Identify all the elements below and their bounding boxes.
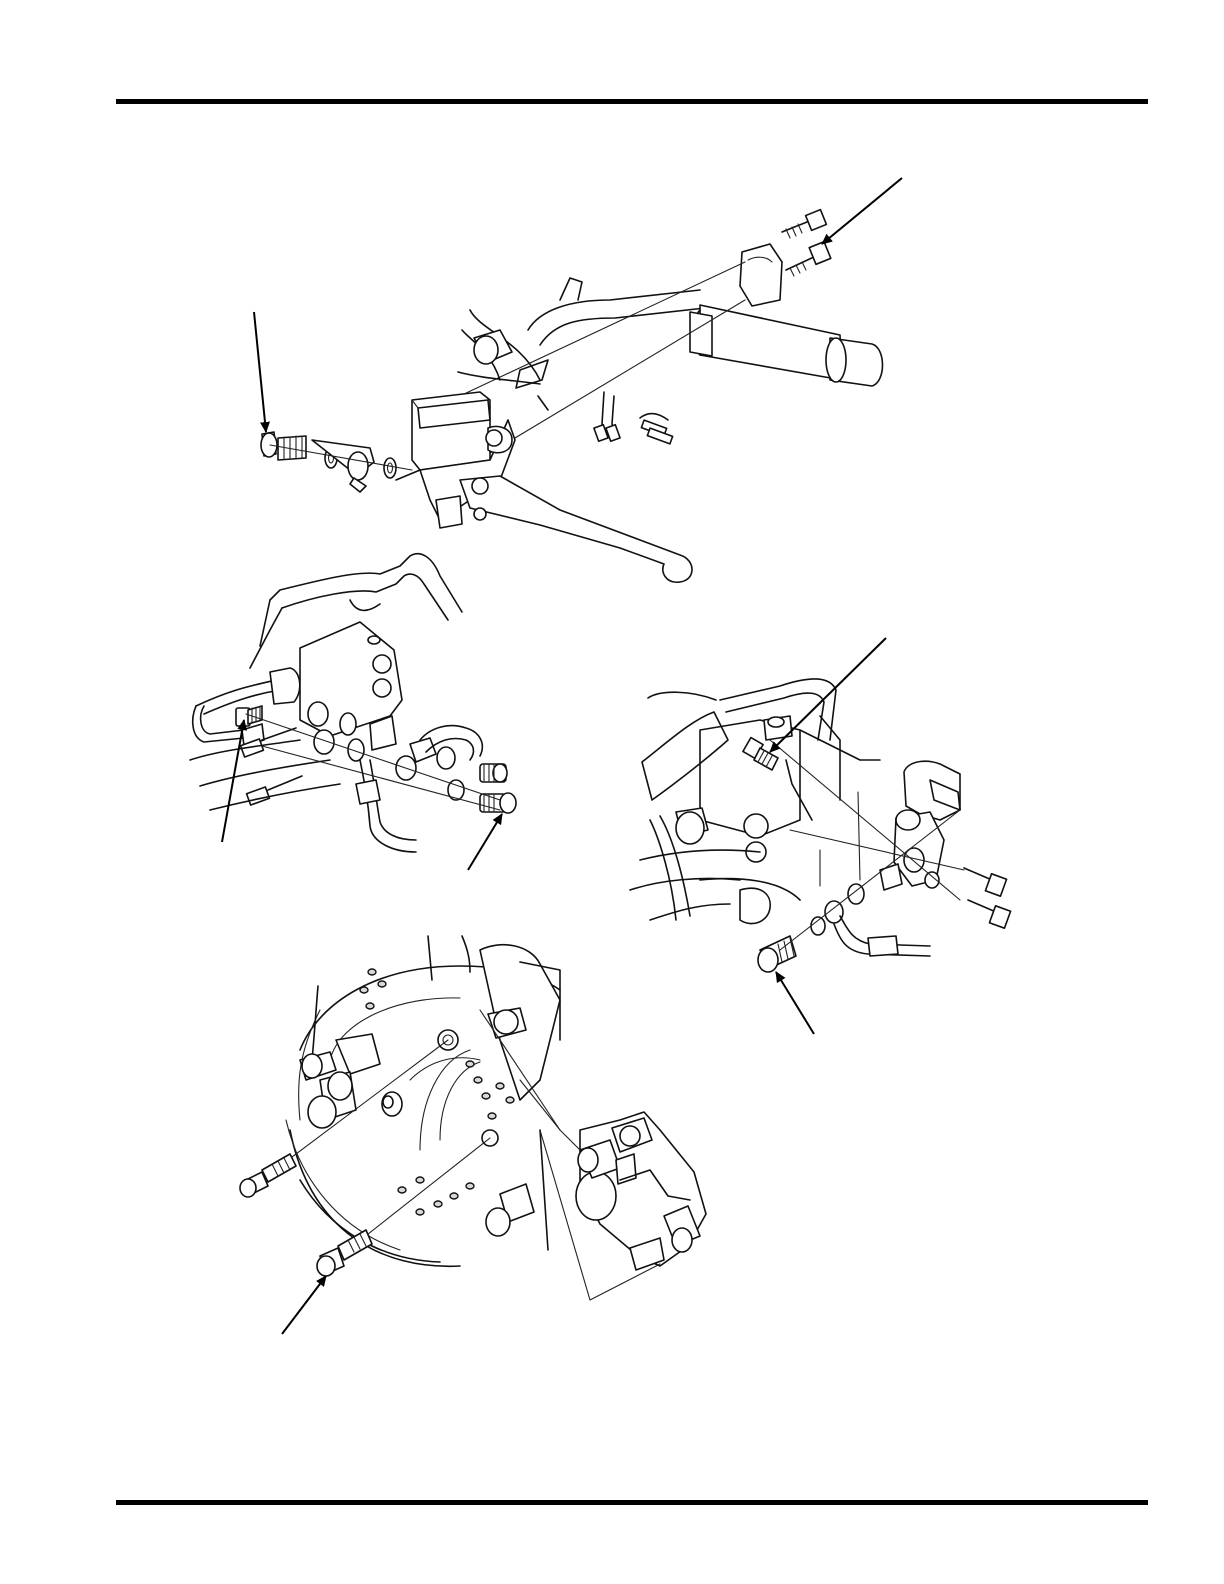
hose-joint-bolt-right-upper — [480, 764, 507, 782]
clamp-bolt-lower — [786, 242, 831, 276]
callout-arrow-holder-bolt — [822, 178, 902, 244]
joint-bolt-lower — [968, 900, 1011, 928]
callout-arrow-banjo-bolt-left — [468, 814, 502, 870]
banjo-bolt-upper — [261, 432, 306, 460]
callout-arrow-caliper-bolt — [282, 1276, 326, 1334]
figure-handlebar-master-cylinder — [261, 210, 883, 583]
disc-holes — [360, 969, 514, 1215]
caliper-bolt-lower — [317, 1230, 372, 1276]
figure-brake-caliper-mount — [240, 936, 706, 1300]
callout-arrow-hose-bolt-right — [770, 638, 886, 752]
figure-brake-hose-joint-right — [630, 679, 1011, 972]
hose-joint-bolt-left — [236, 706, 262, 726]
caliper-bolt-upper — [240, 1154, 296, 1197]
callout-arrow-banjo-bolt-right — [776, 972, 814, 1034]
callout-arrow-banjo-bolt — [254, 312, 266, 432]
figure-brake-hose-joint-left — [190, 554, 516, 852]
joint-bolt-upper — [964, 868, 1007, 896]
clamp-bolt-upper — [782, 210, 826, 238]
